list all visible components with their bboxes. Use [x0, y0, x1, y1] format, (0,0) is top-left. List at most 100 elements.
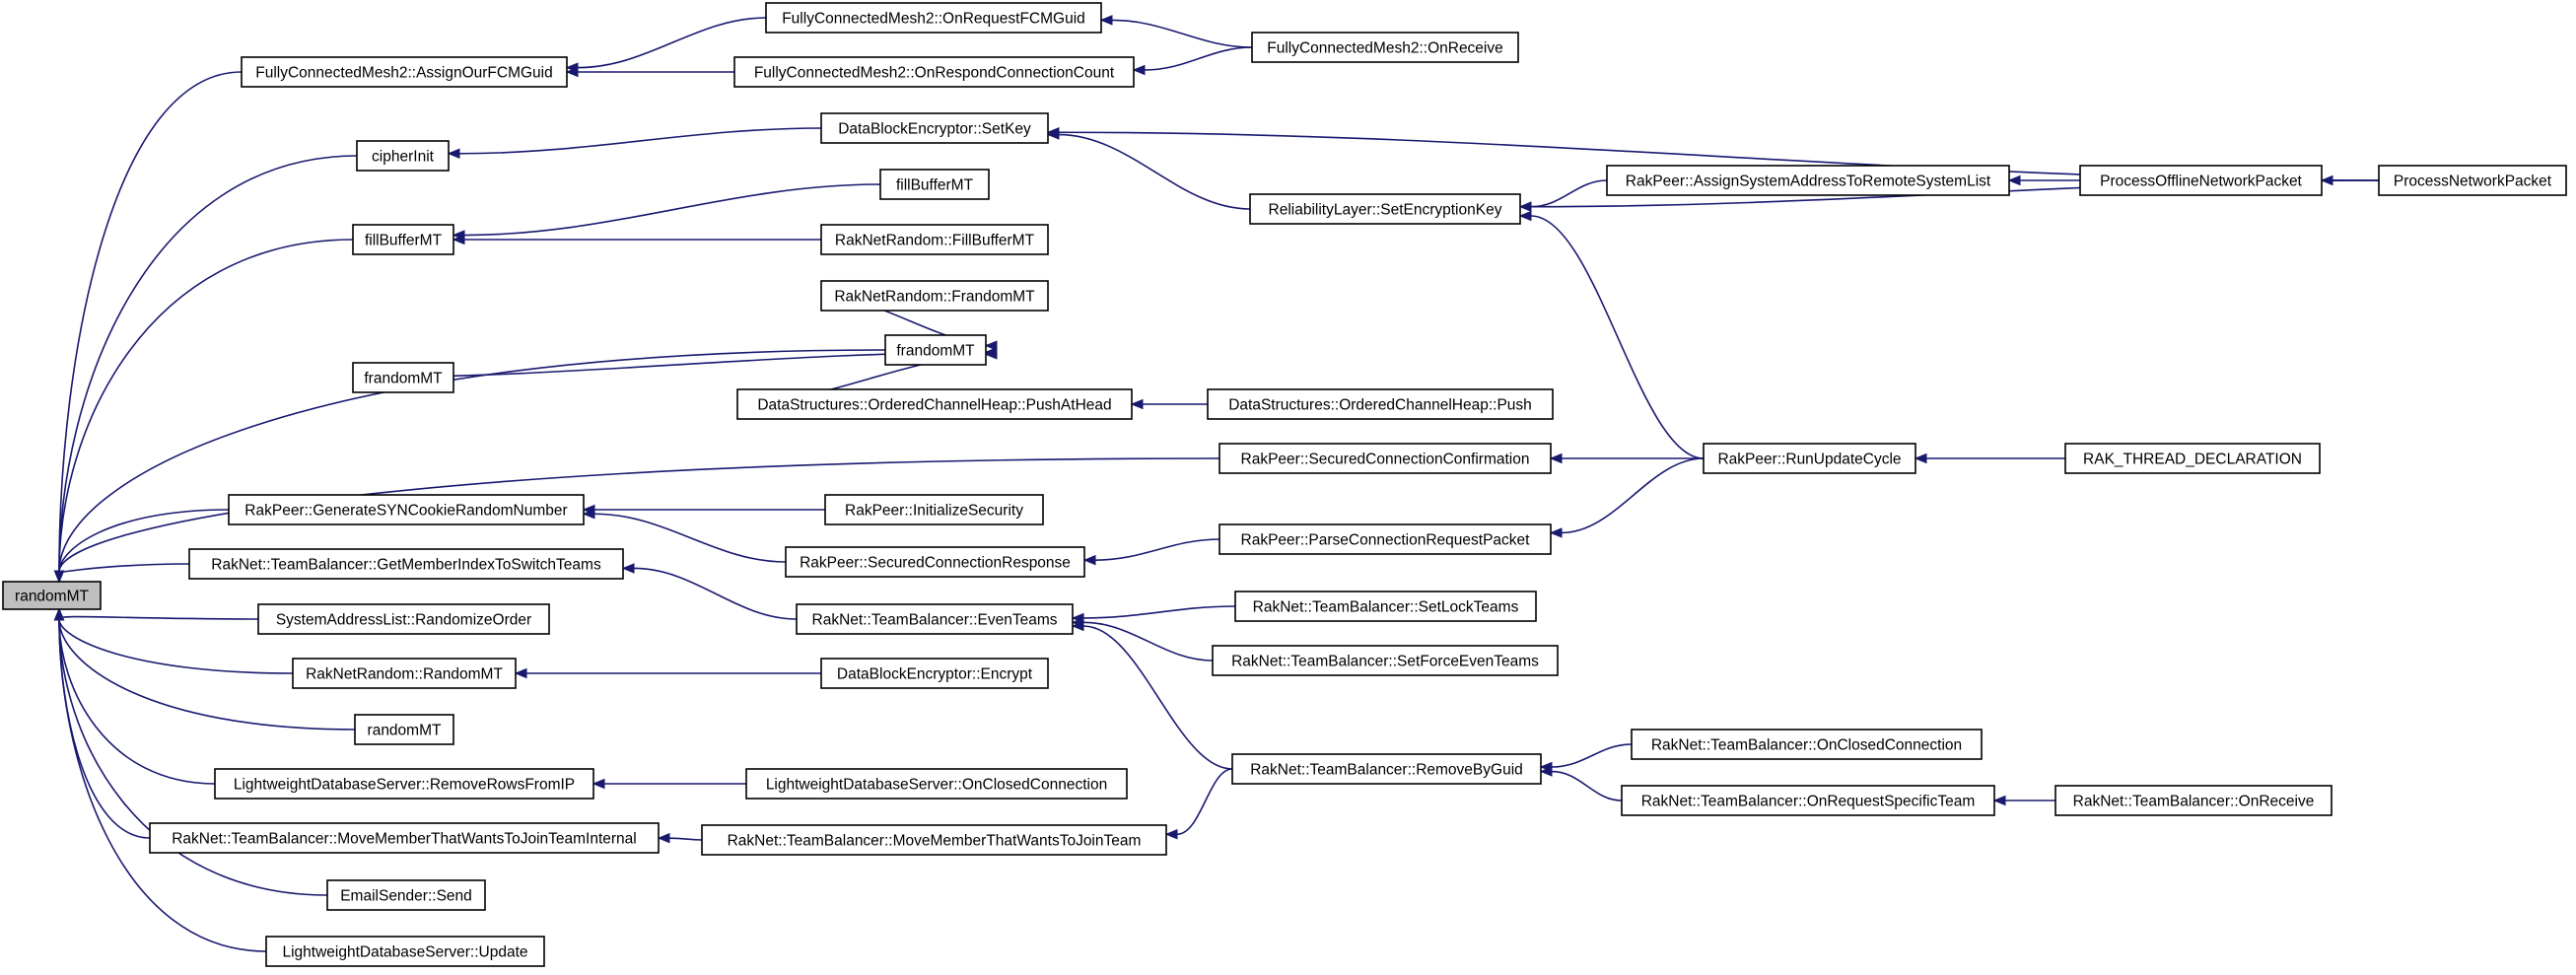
node-label: RakNet::TeamBalancer::RemoveByGuid: [1250, 762, 1523, 779]
node-label: FullyConnectedMesh2::AssignOurFCMGuid: [255, 65, 553, 82]
node-datablockencryptor-setkey[interactable]: DataBlockEncryptor::SetKey: [820, 112, 1049, 144]
edge-systemaddresslist-randomizeorder-to-randommt: [53, 607, 259, 621]
node-randommt[interactable]: randomMT: [2, 581, 102, 610]
node-box: [1207, 388, 1554, 420]
node-box: [1218, 443, 1552, 474]
edge-fullyconnectedmesh2-onreceive-to-fullyconnectedmesh2-onrequestfcmguid: [1099, 15, 1253, 48]
node-label: randomMT: [368, 723, 442, 739]
node-box: [701, 824, 1167, 856]
node-box: [149, 822, 660, 854]
node-raknet-teambalancer-onclosedconnection[interactable]: RakNet::TeamBalancer::OnClosedConnection: [1631, 729, 1983, 760]
node-rakpeer-initializesecurity[interactable]: RakPeer::InitializeSecurity: [824, 494, 1044, 525]
arrowhead: [1549, 453, 1563, 464]
node-label: RakPeer::SecuredConnectionConfirmation: [1241, 452, 1530, 468]
node-frandommt-alt[interactable]: frandomMT: [352, 362, 454, 393]
node-label: EmailSender::Send: [340, 888, 472, 905]
node-rakpeer-securedconnectionconfirmation[interactable]: RakPeer::SecuredConnectionConfirmation: [1218, 443, 1552, 474]
node-fullyconnectedmesh2-onreceive[interactable]: FullyConnectedMesh2::OnReceive: [1251, 32, 1519, 63]
node-raknetrandom-fillbuffermt[interactable]: RakNetRandom::FillBufferMT: [820, 224, 1049, 255]
node-raknet-teambalancer-eventeams[interactable]: RakNet::TeamBalancer::EvenTeams: [796, 603, 1074, 635]
node-raknet-teambalancer-onreceive[interactable]: RakNet::TeamBalancer::OnReceive: [2054, 785, 2332, 816]
node-lightweightdatabaseserver-removerowsfromip[interactable]: LightweightDatabaseServer::RemoveRowsFro…: [214, 768, 594, 800]
node-label: fillBufferMT: [365, 233, 443, 249]
node-raknet-teambalancer-removebyguid[interactable]: RakNet::TeamBalancer::RemoveByGuid: [1231, 753, 1542, 785]
node-rakpeer-assignsystemaddresstoremotesystemlist[interactable]: RakPeer::AssignSystemAddressToRemoteSyst…: [1606, 165, 2010, 196]
node-box: [228, 494, 585, 525]
edge-datablockencryptor-setkey-to-cipherinit: [447, 127, 822, 160]
edge-line: [58, 239, 354, 573]
edge-datastructures-orderedchannelheap-push-to-datastructures-orderedchannelheap-pushathead: [1130, 398, 1208, 410]
arrowhead: [1549, 527, 1563, 538]
node-label: FullyConnectedMesh2::OnRespondConnection…: [754, 65, 1115, 82]
node-processnetworkpacket[interactable]: ProcessNetworkPacket: [2378, 165, 2567, 196]
node-label: LightweightDatabaseServer::Update: [282, 944, 527, 961]
node-raknetrandom-frandommt[interactable]: RakNetRandom::FrandomMT: [820, 280, 1049, 312]
node-rakpeer-runupdatecycle[interactable]: RakPeer::RunUpdateCycle: [1703, 443, 1916, 474]
edge-raknet-teambalancer-setforceeventeams-to-raknet-teambalancer-eventeams: [1071, 617, 1214, 662]
arrowhead: [657, 832, 670, 844]
node-fillbuffermt-alt[interactable]: fillBufferMT: [879, 169, 990, 200]
node-raknet-teambalancer-setforceeventeams[interactable]: RakNet::TeamBalancer::SetForceEvenTeams: [1212, 645, 1559, 676]
node-processofflinenetworkpacket[interactable]: ProcessOfflineNetworkPacket: [2079, 165, 2323, 196]
edge-line: [1530, 179, 1608, 208]
arrowhead: [1046, 129, 1060, 140]
node-lightweightdatabaseserver-onclosedconnection[interactable]: LightweightDatabaseServer::OnClosedConne…: [745, 768, 1128, 800]
node-rakpeer-generatesyncookierandomnumber[interactable]: RakPeer::GenerateSYNCookieRandomNumber: [228, 494, 585, 525]
node-box: [2378, 165, 2567, 196]
node-label: RakNetRandom::RandomMT: [306, 666, 503, 683]
arrowhead: [53, 570, 65, 584]
node-fillbuffermt[interactable]: fillBufferMT: [352, 224, 454, 255]
node-datastructures-orderedchannelheap-push[interactable]: DataStructures::OrderedChannelHeap::Push: [1207, 388, 1554, 420]
node-systemaddresslist-randomizeorder[interactable]: SystemAddressList::RandomizeOrder: [257, 603, 550, 635]
edge-rakpeer-runupdatecycle-to-reliabilitylayer-setencryptionkey: [1518, 210, 1705, 459]
node-fullyconnectedmesh2-onrespondconnectioncount[interactable]: FullyConnectedMesh2::OnRespondConnection…: [733, 56, 1135, 88]
arrowhead: [1164, 828, 1178, 840]
node-raknetrandom-randommt[interactable]: RakNetRandom::RandomMT: [292, 658, 517, 689]
node-label: RakPeer::GenerateSYNCookieRandomNumber: [244, 503, 567, 520]
node-datablockencryptor-encrypt[interactable]: DataBlockEncryptor::Encrypt: [820, 658, 1049, 689]
node-lightweightdatabaseserver-update[interactable]: LightweightDatabaseServer::Update: [265, 936, 545, 967]
edge-raknet-teambalancer-onrequestspecificteam-to-raknet-teambalancer-removebyguid: [1539, 766, 1623, 801]
node-randommt-alt[interactable]: randomMT: [354, 714, 454, 745]
edge-rakpeer-runupdatecycle-to-rakpeer-securedconnectionconfirmation: [1549, 453, 1704, 464]
edge-raknet-teambalancer-onreceive-to-raknet-teambalancer-onrequestspecificteam: [1992, 795, 2055, 806]
node-cipherinit[interactable]: cipherInit: [356, 140, 450, 172]
edge-line: [593, 513, 787, 563]
node-raknet-teambalancer-movememberthatwantstojointeam[interactable]: RakNet::TeamBalancer::MoveMemberThatWant…: [701, 824, 1167, 856]
node-raknet-teambalancer-movememberthatwantstojointeaminternal[interactable]: RakNet::TeamBalancer::MoveMemberThatWant…: [149, 822, 660, 854]
edge-line: [58, 71, 243, 573]
node-raknet-teambalancer-getmemberindextoswitchteams[interactable]: RakNet::TeamBalancer::GetMemberIndexToSw…: [188, 548, 624, 580]
node-fullyconnectedmesh2-onrequestfcmguid[interactable]: FullyConnectedMesh2::OnRequestFCMGuid: [765, 2, 1102, 34]
node-emailsender-send[interactable]: EmailSender::Send: [326, 879, 486, 911]
node-label: cipherInit: [372, 149, 435, 166]
node-rakpeer-securedconnectionresponse[interactable]: RakPeer::SecuredConnectionResponse: [785, 546, 1085, 578]
node-reliabilitylayer-setencryptionkey[interactable]: ReliabilityLayer::SetEncryptionKey: [1249, 193, 1521, 225]
node-box: [2064, 443, 2321, 474]
node-frandommt[interactable]: frandomMT: [884, 334, 987, 366]
node-fullyconnectedmesh2-assignourfcmguid[interactable]: FullyConnectedMesh2::AssignOurFCMGuid: [241, 56, 568, 88]
node-raknet-teambalancer-onrequestspecificteam[interactable]: RakNet::TeamBalancer::OnRequestSpecificT…: [1621, 785, 1995, 816]
edge-line: [58, 618, 356, 731]
edge-fullyconnectedmesh2-assignourfcmguid-to-randommt: [53, 71, 243, 584]
arrowhead: [452, 234, 465, 245]
node-box: [1621, 785, 1995, 816]
edge-line: [1082, 625, 1233, 770]
node-rakpeer-parseconnectionrequestpacket[interactable]: RakPeer::ParseConnectionRequestPacket: [1218, 523, 1552, 555]
arrowhead: [592, 778, 605, 790]
node-box: [354, 714, 454, 745]
arrowhead: [53, 607, 65, 621]
arrowhead: [582, 508, 595, 520]
edge-fillbuffermt-to-fillbuffermt: [452, 183, 881, 241]
node-box: [820, 658, 1049, 689]
node-datastructures-orderedchannelheap-pushathead[interactable]: DataStructures::OrderedChannelHeap::Push…: [736, 388, 1133, 420]
arrowhead: [1539, 766, 1553, 777]
edge-raknet-teambalancer-getmemberindextoswitchteams-to-randommt: [53, 563, 190, 584]
node-box: [733, 56, 1135, 88]
node-rak-thread-declaration[interactable]: RAK_THREAD_DECLARATION: [2064, 443, 2321, 474]
node-label: RakNet::TeamBalancer::GetMemberIndexToSw…: [211, 557, 601, 574]
node-box: [1631, 729, 1983, 760]
node-raknet-teambalancer-setlockteams[interactable]: RakNet::TeamBalancer::SetLockTeams: [1234, 591, 1537, 622]
node-box: [1231, 753, 1542, 785]
edge-line: [463, 183, 881, 237]
